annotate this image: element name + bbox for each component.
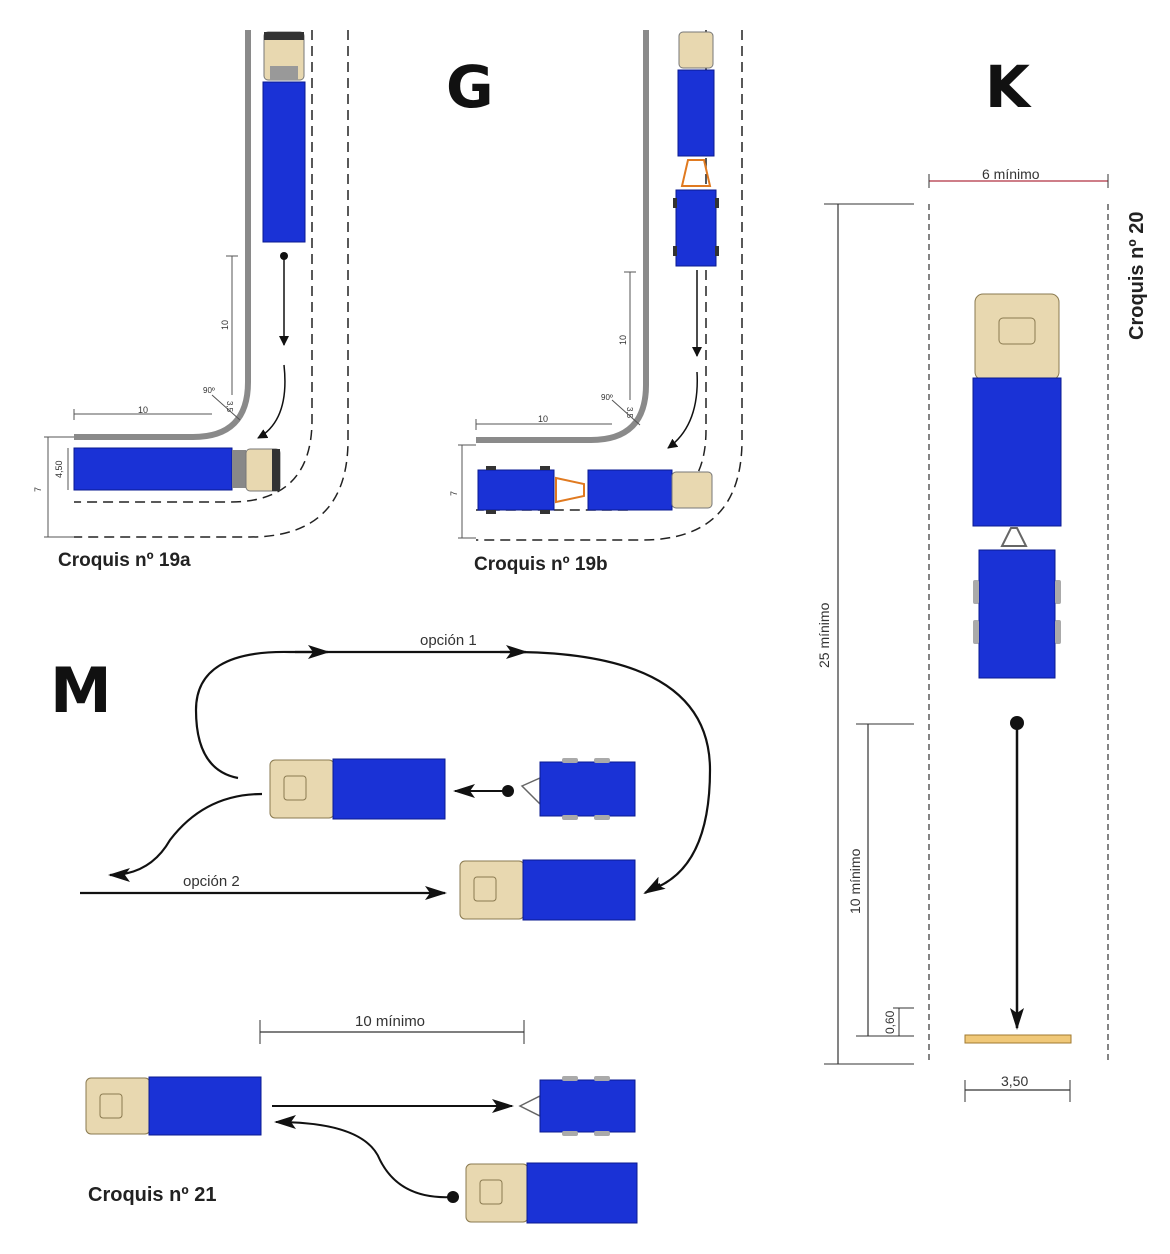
caption-21: Croquis nº 21 [88,1184,217,1206]
dim-19b-width-7: 7 [449,490,459,496]
truck-21-left [85,1076,262,1136]
dim-19b-angle: 90º [601,393,613,402]
truck-top-19a [262,31,306,243]
turn-arrow [257,364,286,439]
label-opcion-2: opción 2 [183,873,240,890]
road-edge-inner [476,30,649,443]
dim-19a-horizontal: 10 [138,405,149,415]
dim-19a-diagonal: 3,5 [225,401,234,413]
dim-21-distance: 10 mínimo [355,1013,426,1030]
dim-19b-horizontal: 10 [538,414,549,424]
dim-20-length: 25 mínimo [816,602,832,668]
section-m [80,645,712,921]
truck-21-lower [465,1162,638,1224]
section-letter-k: K [985,53,1030,121]
truck-trailer-top-19b [673,31,719,267]
truck-left-19a [73,447,281,492]
dim-19b-vertical: 10 [618,334,628,345]
road-outer-dashed [476,30,743,541]
trailer-m-upper [520,758,636,820]
truck-trailer-20 [972,293,1062,679]
option2-back-path [108,792,263,882]
section-letter-g: G [446,53,494,121]
dim-20-stop-distance: 10 mínimo [847,848,863,914]
label-opcion-1: opción 1 [420,632,477,649]
croquis-19a [44,30,349,538]
dim-19a-angle: 90º [203,386,215,395]
truck-m-upper [269,758,446,820]
dim-20-base: 3,50 [1001,1073,1029,1089]
croquis-20 [824,174,1109,1102]
road-edge-inner [74,30,251,440]
turn-arrow [667,371,698,449]
dim-19a-width-7: 7 [33,486,43,492]
road-outer-dashed [74,30,349,538]
caption-20: Croquis nº 20 [1126,211,1148,340]
dim-20-gap: 0,60 [883,1010,897,1034]
section-letter-m: M [50,654,112,727]
caption-19a: Croquis nº 19a [58,550,191,571]
croquis-21 [85,1020,638,1224]
option1-path [194,650,712,892]
truck-trailer-left-19b [477,466,713,514]
dim-19a-width-450: 4,50 [54,460,64,478]
dim-19a-vertical: 10 [220,319,230,330]
truck-m-lower [459,859,636,921]
dim-20-width: 6 mínimo [982,166,1040,182]
dim-19b-diagonal: 3,5 [625,407,634,419]
trailer-21 [518,1076,636,1136]
road-lane-dashed [74,30,313,503]
croquis-19b [458,30,743,541]
caption-19b: Croquis nº 19b [474,554,608,575]
stop-barrier [964,1034,1072,1044]
